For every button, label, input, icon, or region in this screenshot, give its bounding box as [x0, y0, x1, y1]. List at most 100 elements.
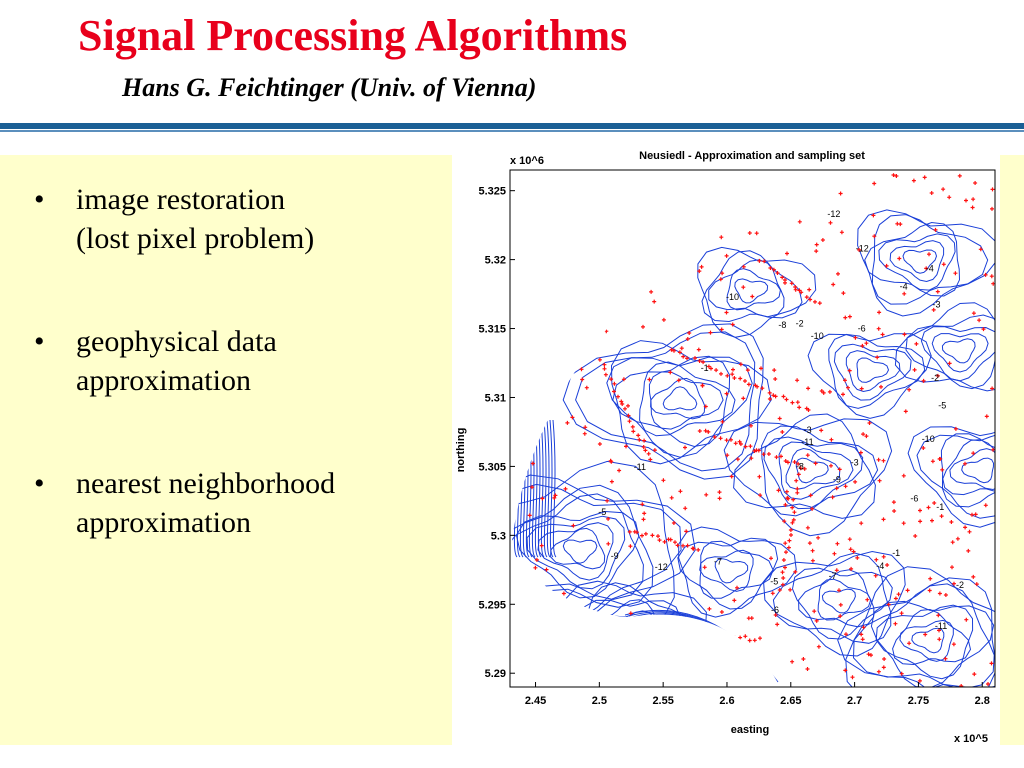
sample-point: [709, 366, 713, 371]
sample-point: [953, 426, 958, 431]
sample-point: [926, 505, 931, 510]
sample-point: [626, 403, 630, 408]
sample-point: [867, 421, 872, 425]
sample-point: [591, 263, 595, 268]
sample-point: [685, 543, 690, 548]
sample-point: [861, 432, 866, 437]
sample-point: [703, 404, 708, 409]
sample-point: [924, 266, 929, 271]
sample-point: [602, 366, 607, 371]
sample-point: [738, 442, 743, 446]
contour-label: -3: [804, 425, 812, 435]
sample-point: [703, 428, 708, 433]
contour-line: [726, 268, 781, 311]
contour-line: [552, 419, 557, 558]
contour-line: [648, 617, 761, 683]
sample-point: [964, 198, 968, 203]
sample-point: [882, 657, 887, 661]
bullet-marker: •: [34, 325, 45, 358]
sample-point: [820, 238, 825, 242]
sample-point: [549, 326, 554, 331]
sample-point: [605, 184, 610, 189]
sample-point: [634, 530, 639, 535]
sample-point: [971, 311, 976, 316]
sample-point: [881, 554, 886, 559]
sample-point: [699, 264, 704, 269]
sample-point: [794, 478, 799, 483]
sample-point: [858, 450, 863, 455]
sample-point: [943, 593, 948, 597]
sample-point: [932, 501, 937, 505]
sample-point: [684, 629, 689, 634]
sample-point: [732, 598, 737, 603]
contour-label: -6: [910, 494, 918, 504]
contour-label: -8: [778, 320, 786, 330]
sample-point: [718, 277, 723, 282]
y-axis-label: northing: [455, 428, 467, 473]
sample-point: [684, 529, 689, 534]
sample-point: [768, 266, 773, 270]
sample-point: [758, 636, 762, 641]
header-divider-accent: [0, 130, 1024, 132]
sample-point: [706, 429, 711, 434]
sample-point: [902, 332, 907, 337]
sample-point: [913, 534, 918, 538]
contour-line: [899, 619, 954, 662]
sample-point: [649, 289, 654, 294]
sample-point: [636, 433, 641, 438]
sample-point: [773, 613, 778, 617]
sample-point: [859, 521, 864, 526]
sample-point: [567, 214, 572, 219]
sample-point: [766, 452, 771, 456]
contour-line: [817, 578, 872, 621]
contour-line: [889, 240, 945, 283]
sample-point: [898, 222, 903, 227]
contour-line: [785, 447, 841, 490]
sample-point: [837, 588, 841, 593]
contour-label: -2: [931, 373, 939, 383]
sample-point: [717, 490, 722, 495]
contour-label: -10: [811, 331, 824, 341]
sample-point: [647, 377, 652, 382]
sample-point: [536, 434, 541, 439]
sample-point: [936, 613, 941, 618]
sample-point: [814, 618, 819, 623]
sample-point: [741, 396, 746, 401]
sample-point: [603, 372, 608, 377]
sample-point: [866, 652, 871, 657]
sample-point: [757, 258, 762, 263]
y-tick-label: 5.29: [485, 668, 506, 680]
sample-point: [604, 183, 609, 188]
sample-point: [848, 547, 853, 552]
sample-point: [626, 413, 631, 418]
bullet-list: • image restoration (lost pixel problem)…: [28, 180, 438, 606]
sample-point: [674, 624, 679, 629]
sample-point: [861, 625, 866, 630]
contour-line: [612, 355, 731, 448]
sample-point: [733, 677, 738, 682]
sample-point: [949, 520, 954, 524]
sample-point: [510, 321, 515, 326]
sample-point: [545, 378, 550, 383]
sample-point: [608, 458, 613, 463]
contour-line: [534, 419, 539, 558]
sample-point: [518, 633, 523, 638]
sample-point: [941, 262, 946, 267]
sample-point: [933, 227, 938, 232]
sample-point: [864, 434, 869, 439]
sample-point: [757, 474, 762, 479]
sample-point: [747, 638, 752, 643]
sample-point: [563, 486, 568, 491]
sample-point: [796, 472, 801, 477]
sample-point: [812, 609, 817, 614]
sample-point: [730, 372, 735, 377]
sample-point: [657, 644, 662, 649]
sample-point: [829, 463, 833, 468]
y-axis-exponent: x 10^6: [510, 155, 544, 167]
contour-line: [892, 608, 972, 666]
sample-point: [841, 392, 845, 397]
sample-point: [847, 537, 852, 542]
sample-point: [679, 346, 684, 351]
sample-point: [681, 354, 686, 359]
